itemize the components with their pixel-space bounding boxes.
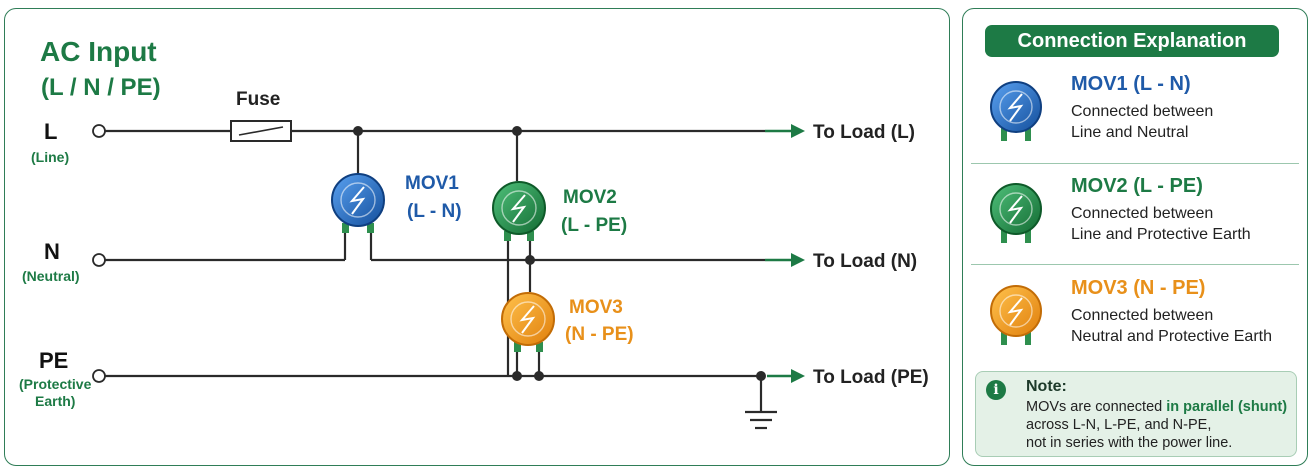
fuse-label: Fuse <box>236 89 280 110</box>
line-l-sublabel: (Line) <box>31 149 69 165</box>
line-pe-sublabel-2: Earth) <box>35 393 75 409</box>
explanation-item-mov2: MOV2 (L - PE) Connected between Line and… <box>963 169 1307 265</box>
mov1-legend-desc: Connected between Line and Neutral <box>1071 101 1213 143</box>
circuit-panel: AC Input (L / N / PE) Fuse L (Line) N (N… <box>4 8 950 466</box>
line-pe-sublabel-1: (Protective <box>19 376 92 392</box>
mov2-legend-desc-1: Connected between <box>1071 205 1214 222</box>
info-icon: i <box>986 380 1006 400</box>
terminal-n <box>92 253 106 267</box>
mov2-pair: (L - PE) <box>561 215 627 236</box>
output-n-label: To Load (N) <box>813 251 917 272</box>
arrow-right-icon <box>765 124 805 138</box>
circuit-diagram: AC Input (L / N / PE) Fuse L (Line) N (N… <box>19 36 929 430</box>
terminal-l <box>92 124 106 138</box>
output-l-label: To Load (L) <box>813 122 915 143</box>
arrow-right-icon <box>765 253 805 267</box>
note-box: i Note: MOVs are connected in parallel (… <box>975 371 1297 457</box>
mov2-legend-title: MOV2 (L - PE) <box>1071 175 1203 197</box>
mov3-legend-desc-2: Neutral and Protective Earth <box>1071 328 1272 345</box>
note-highlight: in parallel (shunt) <box>1166 399 1288 415</box>
explanation-item-mov3: MOV3 (N - PE) Connected between Neutral … <box>963 271 1307 367</box>
terminal-pe <box>92 369 106 383</box>
circuit-title: AC Input <box>40 36 157 67</box>
note-line-3: not in series with the power line. <box>1026 435 1233 451</box>
mov3-legend-icon <box>990 285 1042 345</box>
note-body: MOVs are connected in parallel (shunt) a… <box>1026 398 1294 452</box>
mov3-icon <box>501 292 555 352</box>
mov1-legend-desc-2: Line and Neutral <box>1071 124 1189 141</box>
fuse-icon <box>230 120 292 142</box>
mov2-icon <box>492 181 546 241</box>
line-n-sublabel: (Neutral) <box>22 268 80 284</box>
mov3-legend-title: MOV3 (N - PE) <box>1071 277 1206 299</box>
explanation-item-mov1: MOV1 (L - N) Connected between Line and … <box>963 67 1307 163</box>
mov1-icon <box>331 173 385 233</box>
mov1-legend-title: MOV1 (L - N) <box>1071 73 1191 95</box>
mov2-legend-desc-2: Line and Protective Earth <box>1071 226 1251 243</box>
explanation-header: Connection Explanation <box>985 25 1279 57</box>
output-pe-label: To Load (PE) <box>813 367 929 388</box>
mov3-name: MOV3 <box>569 297 623 318</box>
mov3-legend-desc: Connected between Neutral and Protective… <box>1071 305 1272 347</box>
junction-dots <box>353 126 766 381</box>
mov1-pair: (L - N) <box>407 201 462 222</box>
mov2-legend-desc: Connected between Line and Protective Ea… <box>1071 203 1251 245</box>
arrow-right-icon <box>767 369 805 383</box>
line-l-label: L <box>44 119 57 144</box>
mov3-legend-desc-1: Connected between <box>1071 307 1214 324</box>
explanation-panel: Connection Explanation MOV1 (L - N) Conn… <box>962 8 1308 466</box>
circuit-subtitle: (L / N / PE) <box>41 74 161 101</box>
divider <box>971 264 1299 265</box>
line-pe-label: PE <box>39 348 68 373</box>
divider <box>971 163 1299 164</box>
mov2-name: MOV2 <box>563 187 617 208</box>
mov3-pair: (N - PE) <box>565 324 634 345</box>
mov1-legend-icon <box>990 81 1042 141</box>
note-line-1-text: MOVs are connected <box>1026 399 1167 415</box>
note-line-1: MOVs are connected in parallel (shunt) <box>1026 398 1294 416</box>
line-n-label: N <box>44 239 60 264</box>
mov1-name: MOV1 <box>405 173 459 194</box>
mov2-legend-icon <box>990 183 1042 243</box>
mov1-legend-desc-1: Connected between <box>1071 103 1214 120</box>
note-line-2: across L-N, L-PE, and N-PE, <box>1026 417 1212 433</box>
note-title: Note: <box>1026 378 1067 395</box>
